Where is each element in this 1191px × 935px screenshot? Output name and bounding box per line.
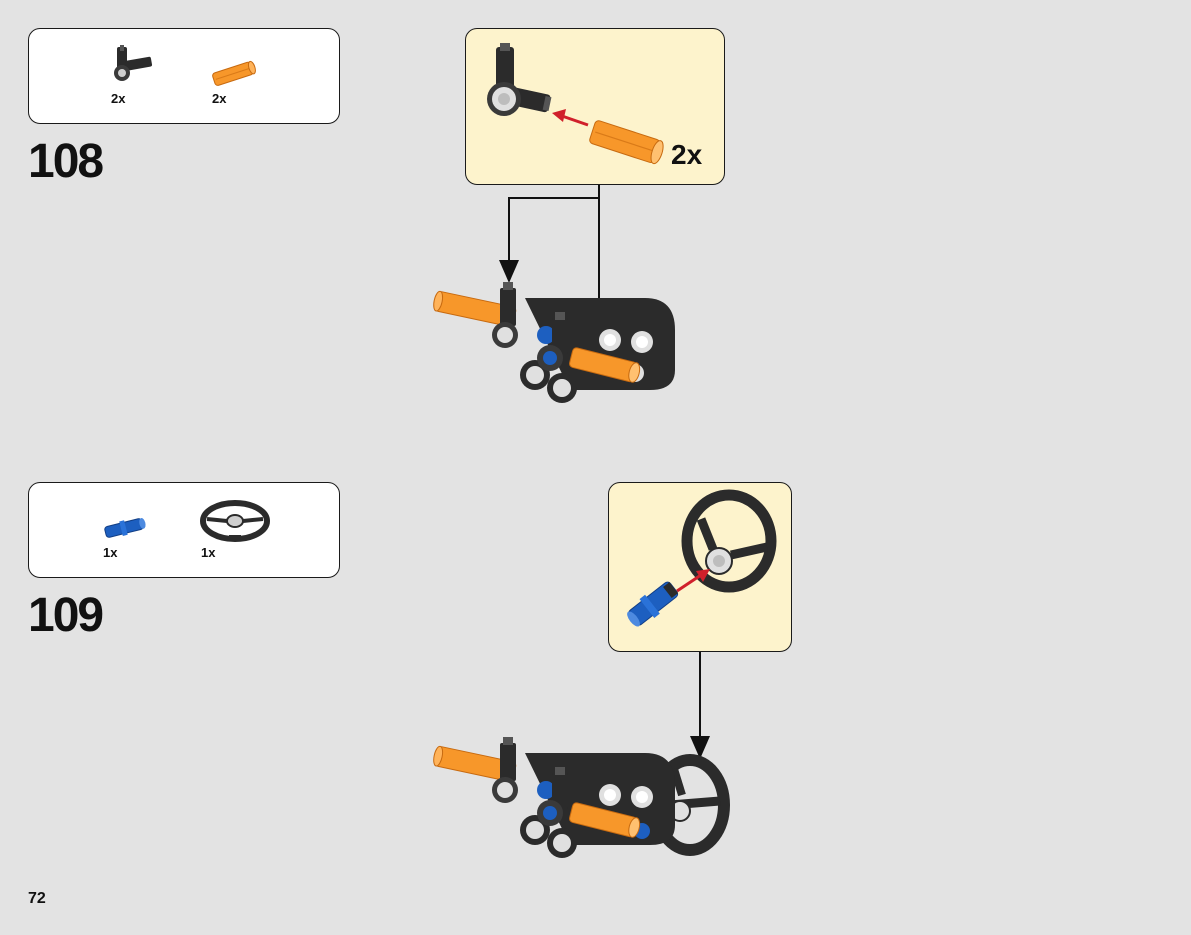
parts-list-step-109: 1x 1x xyxy=(28,482,340,578)
main-assembly-illustration-step-109 xyxy=(433,737,730,858)
angle-connector-assembly-illustration xyxy=(487,43,664,165)
steering-wheel-assembly-illustration xyxy=(627,489,777,627)
main-assembly-illustration-step-108 xyxy=(433,282,675,403)
steering-wheel-icon xyxy=(200,500,270,542)
black-angle-connector-icon xyxy=(114,45,153,81)
sub-assembly-callout: 2x xyxy=(465,28,725,185)
parts-list-step-108: 2x 2x xyxy=(28,28,340,124)
part-quantity: 1x xyxy=(201,545,216,560)
step-number: 109 xyxy=(28,589,104,642)
sub-assembly-callout xyxy=(608,482,792,652)
part-quantity: 2x xyxy=(111,91,126,106)
part-quantity: 1x xyxy=(103,545,118,560)
blue-axle-pin-icon xyxy=(104,518,146,538)
callout-multiplier: 2x xyxy=(671,139,703,170)
page-number: 72 xyxy=(28,890,46,907)
step-number: 108 xyxy=(28,135,104,188)
part-quantity: 2x xyxy=(212,91,227,106)
orange-axle-icon xyxy=(212,60,256,86)
